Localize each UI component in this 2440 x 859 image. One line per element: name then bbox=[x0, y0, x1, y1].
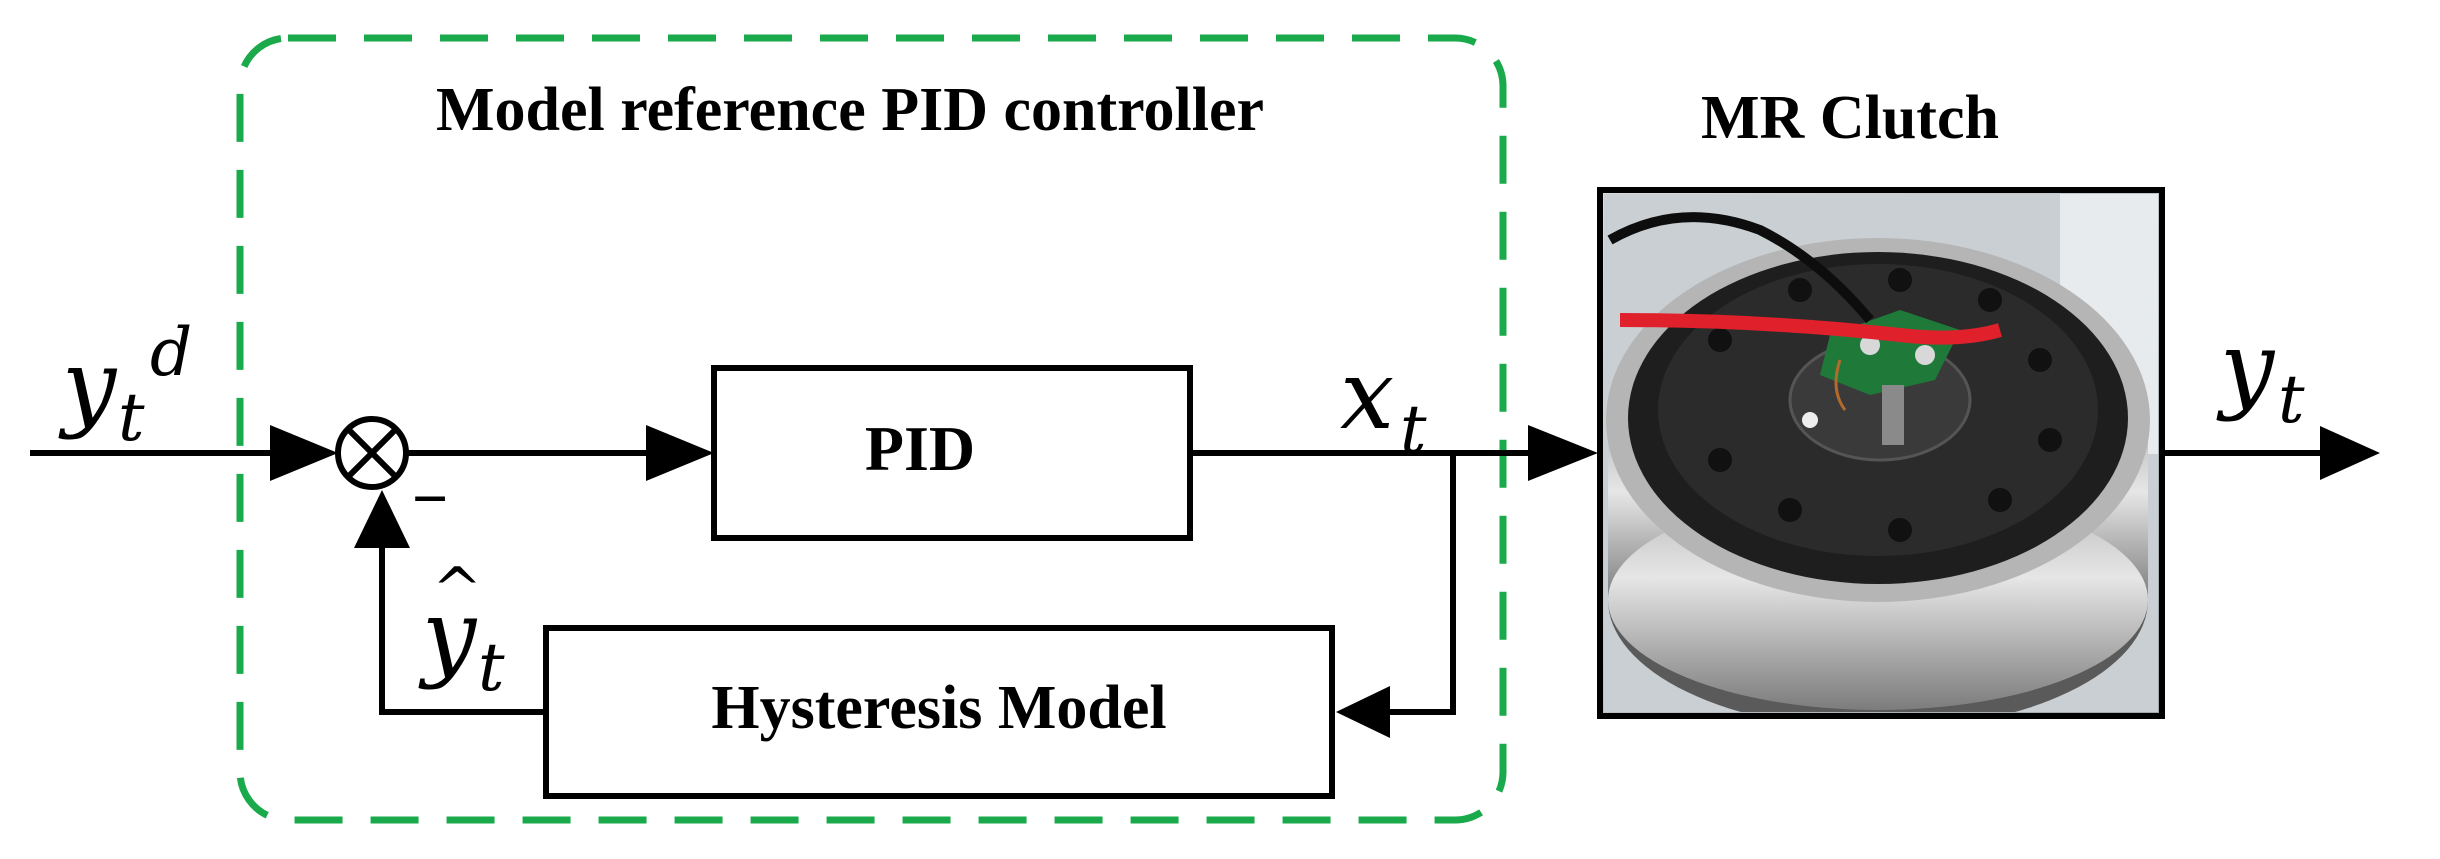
control-signal-label: x t bbox=[1340, 339, 1427, 468]
plant-title: MR Clutch bbox=[1701, 84, 1999, 152]
hysteresis-label: Hysteresis Model bbox=[711, 674, 1166, 742]
estimate-feedback-line bbox=[379, 540, 546, 715]
input-arrowhead bbox=[270, 425, 338, 481]
output-arrowhead bbox=[2320, 426, 2380, 480]
hysteresis-arrowhead bbox=[1336, 686, 1390, 738]
output-signal-label: y t bbox=[2216, 311, 2305, 438]
feedback-branch-line bbox=[1380, 453, 1456, 715]
estimate-signal-sub: t bbox=[478, 629, 505, 706]
mr-clutch-photo bbox=[1597, 187, 2165, 719]
hysteresis-block bbox=[543, 625, 1335, 799]
pid-arrowhead bbox=[646, 425, 714, 481]
junction-feedback-arrowhead bbox=[354, 490, 410, 548]
input-signal-label: y t d bbox=[58, 314, 192, 456]
output-signal-sub: t bbox=[2278, 361, 2305, 438]
input-signal-base: y bbox=[58, 329, 118, 441]
control-signal-sub: t bbox=[1400, 391, 1427, 468]
summing-junction bbox=[335, 416, 409, 490]
plant-input-arrowhead bbox=[1528, 425, 1598, 481]
controller-group-border bbox=[236, 34, 1507, 824]
estimate-signal-base: y bbox=[418, 579, 478, 691]
input-signal-sub: t bbox=[118, 379, 145, 456]
control-signal-base: x bbox=[1340, 339, 1394, 451]
input-signal-sup: d bbox=[150, 314, 192, 391]
pid-label: PID bbox=[865, 413, 975, 484]
estimate-signal-hat: ^ bbox=[432, 555, 482, 625]
estimate-signal-label: y ^ t bbox=[418, 555, 505, 706]
negative-sign: − bbox=[412, 463, 448, 534]
controller-group-title: Model reference PID controller bbox=[436, 76, 1264, 144]
output-signal-base: y bbox=[2216, 311, 2276, 423]
